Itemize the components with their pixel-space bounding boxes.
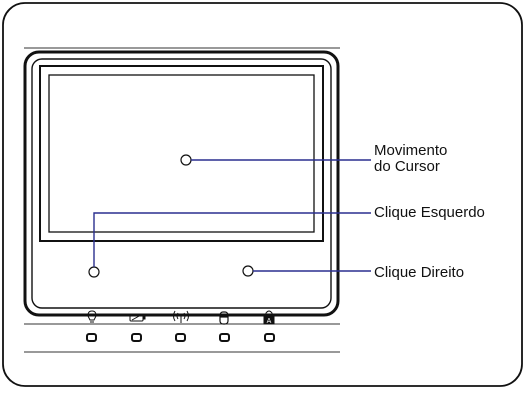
cursor-movement-label: Movimento do Cursor: [374, 143, 447, 175]
led-wireless: [175, 333, 186, 342]
left-click-marker: [88, 266, 100, 278]
bulb-icon: [87, 310, 97, 323]
battery-icon: [129, 313, 146, 322]
left-click-label: Clique Esquerdo: [374, 204, 485, 221]
cursor-movement-label-line2: do Cursor: [374, 158, 440, 175]
right-click-marker: [242, 265, 254, 277]
led-capslock: [264, 333, 275, 342]
wireless-icon: [173, 310, 189, 323]
right-click-label: Clique Direito: [374, 264, 465, 281]
led-battery: [131, 333, 142, 342]
cursor-point-marker: [180, 154, 192, 166]
touch-surface-inner: [48, 74, 315, 233]
touchpad-inner-border: [31, 58, 332, 309]
svg-text:A: A: [267, 318, 272, 325]
led-power: [86, 333, 97, 342]
led-drive: [219, 333, 230, 342]
cursor-movement-label-line1: Movimento: [374, 142, 448, 159]
left-click-callout-line: [93, 212, 371, 267]
drive-icon: [219, 311, 229, 325]
capslock-icon: A: [263, 310, 275, 325]
